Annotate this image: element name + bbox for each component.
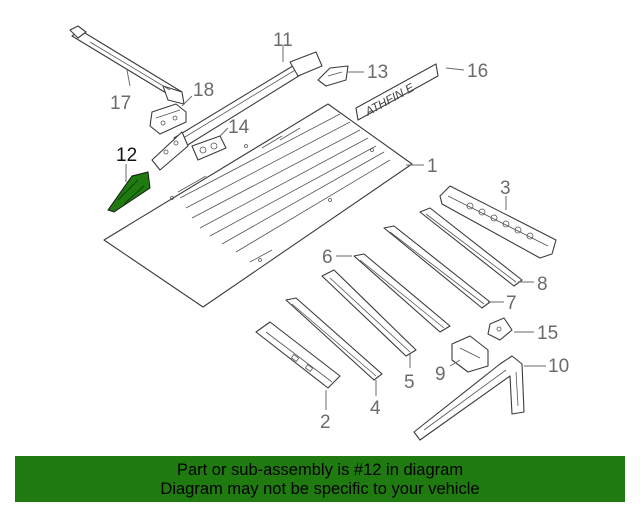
callout-12: 12 (116, 145, 137, 166)
callout-11: 11 (273, 30, 293, 51)
part-9-bracket[interactable] (451, 335, 489, 373)
part-1-floor-panel[interactable] (103, 103, 413, 308)
callout-7: 7 (506, 293, 517, 314)
part-5-crossmember[interactable] (321, 269, 417, 357)
part-17-rail-bracket[interactable] (69, 25, 185, 105)
part-10-rear-sill[interactable] (413, 355, 525, 441)
callout-10: 10 (548, 356, 569, 377)
callout-13: 13 (367, 62, 388, 83)
part-11-front-crossmember[interactable] (151, 51, 323, 171)
banner-line-part: Part or sub-assembly is #12 in diagram (176, 461, 464, 479)
callout-5: 5 (404, 372, 415, 393)
banner-line-disclaimer: Diagram may not be specific to your vehi… (160, 480, 480, 498)
callout-18: 18 (193, 80, 214, 101)
leader-lines (125, 46, 546, 410)
info-banner: Part or sub-assembly is #12 in diagram D… (15, 456, 625, 502)
callout-8: 8 (537, 274, 548, 295)
part-12-gusset-highlighted[interactable] (107, 171, 151, 213)
callout-17: 17 (110, 93, 131, 114)
part-13-bracket[interactable] (317, 65, 349, 87)
callout-3: 3 (500, 178, 511, 199)
callout-9: 9 (435, 364, 446, 385)
callout-2: 2 (320, 412, 331, 433)
parts-diagram: ATHFIN E (69, 25, 569, 441)
callout-16: 16 (467, 61, 488, 82)
callout-4: 4 (370, 398, 381, 419)
callout-15: 15 (537, 323, 558, 344)
callout-14: 14 (228, 117, 250, 138)
emblem-lettering: ATHFIN E (362, 80, 418, 119)
part-2-crossmember[interactable] (255, 321, 341, 389)
part-4-crossmember[interactable] (285, 297, 383, 381)
part-6-crossmember[interactable] (353, 253, 451, 333)
callout-6: 6 (322, 247, 333, 268)
part-3-rear-crossmember[interactable] (439, 185, 557, 259)
part-18-bracket[interactable] (149, 103, 187, 135)
part-14-reinforcement[interactable] (191, 135, 227, 161)
callout-1: 1 (427, 156, 438, 177)
part-8-crossmember[interactable] (419, 207, 523, 287)
part-15-clip[interactable] (487, 317, 513, 341)
